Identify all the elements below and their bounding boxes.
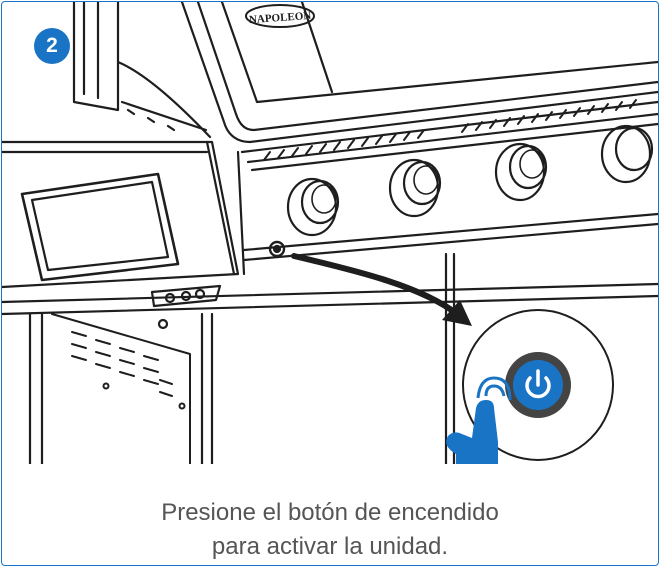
svg-text:NAPOLEON: NAPOLEON [249,10,312,26]
knob-3 [494,142,548,202]
display-screen [20,172,180,282]
step-number-badge: 2 [34,28,70,64]
side-shelf [2,140,240,289]
hand-pointer-icon [446,376,512,464]
cabinet-vents [51,313,191,464]
grill-illustration: NAPOLEON [2,2,658,464]
control-panel [236,99,658,276]
panel-power-button [268,240,286,258]
instruction-line-1: Presione el botón de encendido [161,499,499,526]
instruction-line-2: para activar la unidad. [211,533,449,560]
control-knobs [286,124,654,237]
power-button-zoom [462,309,614,461]
knob-1 [286,177,340,237]
side-burner-lid [72,2,212,139]
grill-hood: NAPOLEON [180,2,658,144]
instruction-caption: Presione el botón de encendido para acti… [2,496,658,564]
knob-2 [388,158,442,218]
curved-arrow-icon [291,253,472,326]
knob-4 [600,124,654,184]
power-icon [525,369,551,399]
grill-cabinet [2,252,658,464]
